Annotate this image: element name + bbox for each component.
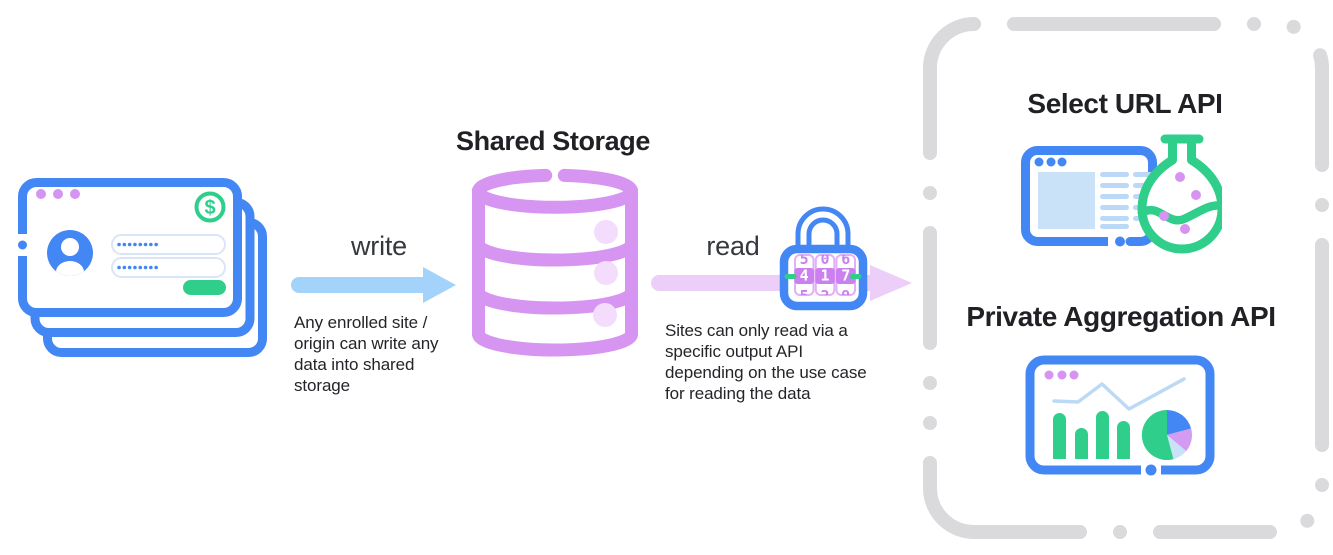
- select-url-api-icon: [1021, 134, 1222, 254]
- svg-text:5: 5: [800, 250, 809, 268]
- line-chart: [1052, 377, 1186, 411]
- svg-text:6: 6: [841, 250, 850, 268]
- cylinder-top: [472, 168, 638, 214]
- read-description: Sites can only read via a specific outpu…: [665, 321, 867, 403]
- lock-code: 4 1 7: [800, 267, 851, 285]
- border-dot: [1115, 236, 1125, 247]
- database-cylinder-icon: [472, 168, 638, 357]
- submit-button-shape: [183, 280, 226, 295]
- shared-storage-title: Shared Storage: [456, 126, 650, 156]
- private-aggregation-api-icon: [1025, 355, 1215, 477]
- read-label: read: [706, 231, 760, 261]
- password-fields: [111, 234, 226, 278]
- svg-text:2: 2: [820, 287, 829, 305]
- svg-text:1: 1: [820, 267, 829, 285]
- write-description: Any enrolled site / origin can write any…: [294, 313, 439, 395]
- svg-text:7: 7: [841, 267, 850, 285]
- lock-dial-bands: [794, 268, 856, 284]
- svg-text:0: 0: [820, 250, 829, 268]
- svg-text:5: 5: [800, 287, 809, 305]
- svg-text:$: $: [204, 197, 215, 219]
- write-label: write: [350, 231, 407, 261]
- window-dots: [36, 189, 80, 199]
- content-block: [1038, 172, 1095, 229]
- pie-chart: [1141, 409, 1192, 460]
- write-arrow-icon: [291, 267, 456, 303]
- window-dots: [1034, 157, 1067, 167]
- output-apis-boundary: [923, 17, 1329, 539]
- private-aggregation-api-title: Private Aggregation API: [966, 301, 1276, 332]
- bar-chart: [1053, 411, 1130, 459]
- border-dot: [18, 240, 27, 250]
- lock-dial-partials: 5 0 6 5 2 9: [800, 250, 851, 305]
- select-url-api-title: Select URL API: [1027, 88, 1223, 119]
- svg-text:9: 9: [841, 287, 850, 305]
- avatar: [47, 230, 93, 276]
- flask-icon: [1137, 134, 1222, 254]
- svg-text:4: 4: [800, 267, 809, 285]
- browser-windows-login-icon: $: [14, 178, 267, 357]
- cylinder-lights: [593, 220, 618, 327]
- combination-lock-icon: 5 0 6 5 2 9 4 1 7: [779, 206, 868, 311]
- window-dots: [1044, 370, 1079, 380]
- border-dot: [1145, 464, 1157, 476]
- dollar-icon: $: [194, 191, 226, 223]
